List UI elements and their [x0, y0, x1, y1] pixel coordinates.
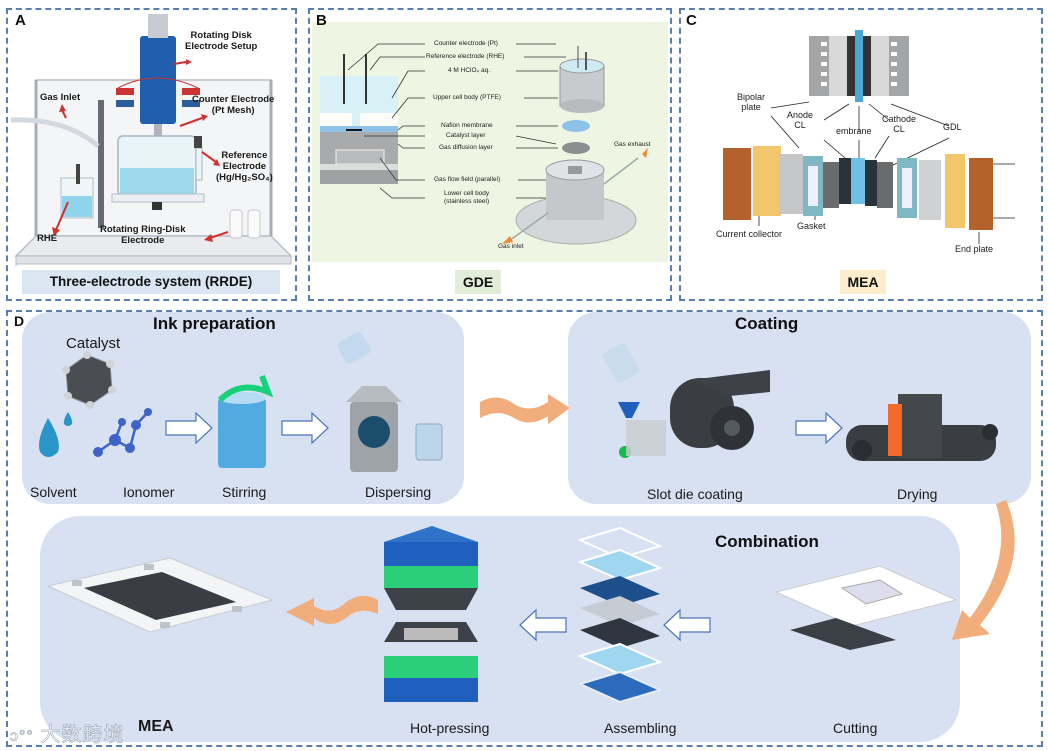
stage-title-combination: Combination: [715, 532, 819, 551]
slot-die-bottle-icon: [602, 343, 640, 383]
ionomer-icon: [93, 408, 152, 457]
gde-illustration: [320, 43, 648, 245]
label-catalyst-layer: Catalyst layer: [446, 132, 486, 139]
label-bipolar-plate: Bipolar plate: [737, 92, 766, 112]
gdl-left: [823, 162, 839, 208]
current-collector-right: [945, 154, 965, 228]
label-gas-diffusion-layer: Gas diffusion layer: [439, 144, 493, 151]
end-plate-left: [723, 148, 751, 220]
rrde-illustration: [10, 14, 293, 266]
stirring-beaker-icon: [218, 398, 266, 468]
hot-press-icon: [384, 526, 478, 702]
panel-b: [308, 8, 672, 301]
label-lower-cell-body: Lower cell body (stainless steel): [444, 190, 490, 205]
stirring-arrow-icon: [217, 374, 274, 403]
watermark-text: 大数跨境: [40, 724, 125, 747]
label-rhe: RHE: [37, 233, 58, 244]
panel-d: [6, 310, 1043, 747]
stage-coating: [568, 312, 1031, 504]
panel-b-letter: B: [316, 12, 327, 29]
membrane: [851, 158, 865, 204]
label-gas-exhaust: Gas exhaust: [614, 141, 651, 148]
solvent-drop-icon: [39, 418, 59, 457]
outline-arrow-icon: [165, 411, 843, 642]
panel-a-caption: Three-electrode system (RRDE): [22, 270, 280, 294]
label-electrolyte: 4 M HClO₄ aq.: [448, 67, 491, 74]
label-upper-cell-body: Upper cell body (PTFE): [433, 94, 501, 101]
label-rrde: Rotating Ring-Disk Electrode: [100, 224, 186, 246]
panel-d-letter: D: [14, 313, 25, 329]
panel-c-caption: MEA: [840, 270, 886, 294]
label-gas-flow-field: Gas flow field (parallel): [434, 176, 501, 183]
label-assembling: Assembling: [604, 720, 677, 736]
label-reference-electrode-rhe: Reference electrode (RHE): [426, 53, 505, 60]
rde-motor: [140, 36, 176, 124]
label-catalyst: Catalyst: [66, 335, 121, 352]
mea-stack-illustration: [723, 30, 1015, 244]
label-cathode-cl: Cathode CL: [882, 114, 917, 134]
label-drying: Drying: [897, 486, 938, 502]
flow-arrow-to-coating: [480, 394, 570, 424]
label-rde-setup: Rotating Disk Electrode Setup: [185, 30, 258, 52]
bipolar-plate-right: [919, 160, 941, 220]
label-stirring: Stirring: [222, 484, 267, 500]
label-gas-inlet-b: Gas inlet: [498, 243, 524, 250]
anode-cl: [839, 158, 851, 204]
membrane-cross-section: [855, 30, 863, 102]
current-collector-left: [753, 146, 781, 216]
gdl-right: [877, 162, 893, 208]
label-slot-die-coating: Slot die coating: [647, 486, 743, 502]
label-gas-inlet: Gas Inlet: [40, 92, 81, 103]
label-dispersing: Dispersing: [365, 484, 432, 500]
nafion-disc: [562, 120, 590, 132]
label-reference-electrode: Reference Electrode (Hg/Hg₂SO₄): [216, 150, 273, 183]
catalyst-icon: [65, 354, 113, 406]
label-counter-electrode: Counter Electrode (Pt Mesh): [192, 94, 275, 116]
watermark-logo-icon: ↄ°°: [10, 728, 34, 746]
label-cutting: Cutting: [833, 720, 878, 736]
label-gasket: Gasket: [797, 221, 826, 231]
gdl-disc: [562, 142, 590, 154]
label-ionomer: Ionomer: [123, 484, 175, 500]
panel-c: [679, 8, 1043, 301]
dispersion-vial-icon: [415, 423, 443, 461]
cathode-cl: [865, 160, 877, 206]
panel-c-letter: C: [686, 12, 697, 29]
label-solvent: Solvent: [30, 484, 77, 500]
label-nafion-membrane: Nafion membrane: [441, 122, 493, 129]
watermark: ↄ°° 大数跨境: [10, 718, 124, 747]
bipolar-plate-left: [779, 154, 803, 214]
label-current-collector: Current collector: [716, 229, 783, 239]
label-membrane: embrane: [836, 126, 872, 136]
panel-b-caption: GDE: [455, 270, 501, 294]
panel-a: [6, 8, 297, 301]
panel-a-letter: A: [15, 12, 26, 29]
label-counter-electrode-pt: Counter electrode (Pt): [434, 40, 498, 47]
stand-pole: [98, 100, 104, 228]
stage-title-ink: Ink preparation: [153, 314, 276, 333]
mea-product-icon: [46, 557, 274, 633]
label-anode-cl: Anode CL: [787, 110, 814, 130]
label-final-mea: MEA: [138, 718, 174, 735]
flow-arrow-to-mea: [286, 595, 378, 626]
label-end-plate: End plate: [955, 244, 994, 254]
assembling-stack-icon: [577, 526, 663, 704]
flow-arrow-to-combination: [952, 500, 1015, 640]
stage-title-coating: Coating: [735, 314, 799, 333]
label-hot-pressing: Hot-pressing: [410, 720, 490, 736]
label-gdl: GDL: [943, 122, 962, 132]
end-plate-right: [969, 158, 993, 230]
